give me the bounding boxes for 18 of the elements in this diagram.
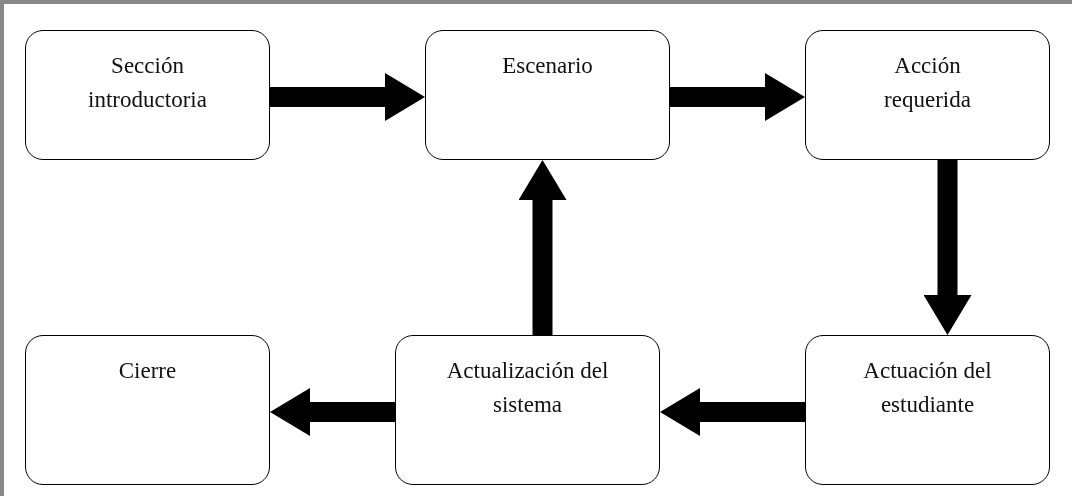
rounded-box	[805, 30, 1050, 160]
block-arrow	[518, 160, 567, 335]
rounded-box	[25, 30, 270, 160]
box-label: Sección introductoria	[88, 53, 207, 112]
box-label: Actualización del sistema	[446, 358, 609, 417]
block-arrow	[660, 388, 805, 436]
rounded-box	[395, 335, 660, 485]
box-label: Acción requerida	[884, 53, 971, 112]
block-arrow	[923, 160, 972, 335]
rounded-box	[805, 335, 1050, 485]
box-label: Escenario	[502, 53, 593, 78]
box-label: Actuación del estudiante	[863, 358, 992, 417]
rounded-box	[425, 30, 670, 160]
rounded-box	[25, 335, 270, 485]
box-label: Cierre	[118, 358, 177, 383]
block-arrow	[270, 388, 395, 436]
block-arrow	[670, 73, 805, 121]
block-arrow	[270, 73, 425, 121]
